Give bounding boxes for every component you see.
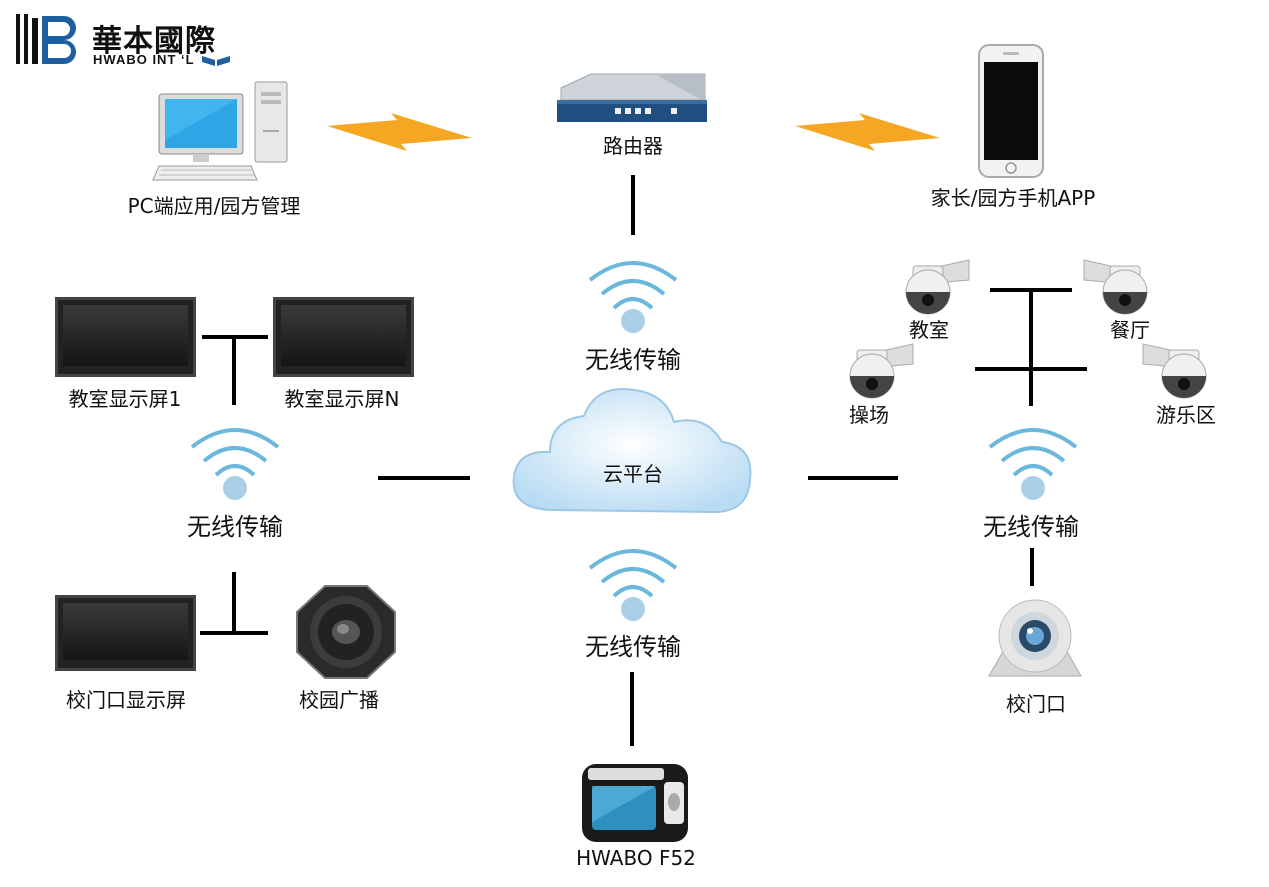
fingerprint-device-icon <box>582 764 688 842</box>
camera-classroom-icon <box>905 259 970 315</box>
wireless-left-label: 无线传输 <box>187 513 283 541</box>
wifi-right-icon <box>988 428 1078 500</box>
connector-gate-stem <box>232 572 236 634</box>
device-label: HWABO F52 <box>576 846 696 870</box>
wifi-bottom-icon <box>588 549 678 621</box>
speaker-icon <box>296 585 396 679</box>
logo-chinese: 華本國際 <box>92 24 216 59</box>
gate-display-label: 校门口显示屏 <box>66 688 186 712</box>
camera-gate-icon <box>988 599 1082 677</box>
connector-cloud-right <box>808 476 898 480</box>
pc-label: PC端应用/园方管理 <box>127 194 301 218</box>
wireless-bottom-label: 无线传输 <box>585 633 681 661</box>
camera-playground-icon <box>849 343 914 399</box>
logo-english: HWABO INT ‘L <box>93 52 195 67</box>
connector-cameras-stem <box>1029 288 1033 406</box>
camera-amusement-icon <box>1142 343 1207 399</box>
display1-label: 教室显示屏1 <box>68 387 182 411</box>
displayN-label: 教室显示屏N <box>284 387 400 411</box>
connector-gate <box>200 631 268 635</box>
cam-classroom-label: 教室 <box>909 318 949 342</box>
connector-device <box>630 672 634 746</box>
phone-icon <box>978 44 1044 178</box>
cloud-icon <box>512 388 752 514</box>
wifi-top-icon <box>588 261 678 333</box>
cloud-label: 云平台 <box>603 462 663 486</box>
classroom-display-1 <box>55 297 196 377</box>
connector-displays-stem <box>232 335 236 405</box>
wireless-right-label: 无线传输 <box>983 513 1079 541</box>
router-icon <box>557 73 707 122</box>
cam-canteen-label: 餐厅 <box>1110 318 1150 342</box>
logo-mark-icon <box>16 14 76 64</box>
wireless-top-label: 无线传输 <box>585 346 681 374</box>
cam-amusement-label: 游乐区 <box>1156 403 1216 427</box>
pc-icon <box>152 81 288 181</box>
lightning-right-icon <box>795 113 940 151</box>
lightning-left-icon <box>327 113 472 151</box>
phone-label: 家长/园方手机APP <box>930 186 1096 210</box>
camera-canteen-icon <box>1083 259 1148 315</box>
connector-gate-camera <box>1030 548 1034 586</box>
broadcast-label: 校园广播 <box>299 688 379 712</box>
classroom-display-n <box>273 297 414 377</box>
router-label: 路由器 <box>603 134 663 158</box>
logo-book-icon <box>202 56 230 66</box>
wifi-left-icon <box>190 428 280 500</box>
connector-router-top <box>631 175 635 235</box>
connector-cloud-left <box>378 476 470 480</box>
cam-gate-label: 校门口 <box>1006 692 1066 716</box>
cam-playground-label: 操场 <box>849 403 889 427</box>
gate-display <box>55 595 196 671</box>
